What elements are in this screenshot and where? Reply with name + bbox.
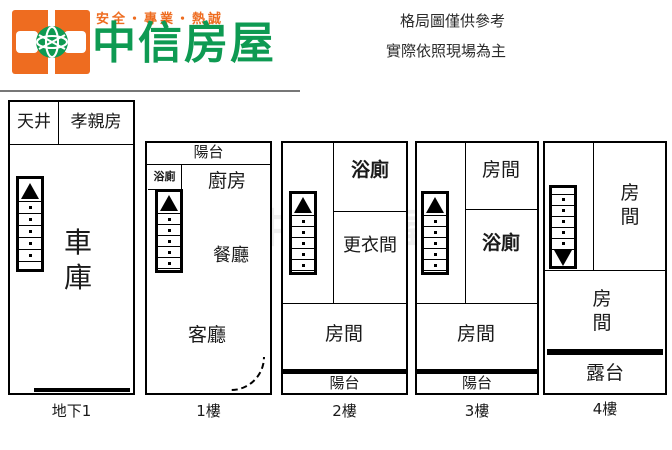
room-bathroom-3f: 浴廁 (481, 232, 520, 255)
stair-up-arrow-icon (294, 197, 312, 213)
room-closet: 更衣間 (343, 234, 397, 256)
room-skylight: 天井 (17, 112, 51, 133)
b1-entry-bar (34, 388, 130, 392)
plan-outline-b1 (8, 100, 135, 395)
room-garage-l1: 車 (63, 226, 92, 259)
logo-notch-right (64, 31, 86, 53)
room-bedroom-4f-upper: 房 間 (599, 175, 661, 237)
globe-logo-icon (36, 26, 68, 58)
staircase-2f (289, 191, 317, 275)
disclaimer-line-2: 實際依照現場為主 (386, 42, 507, 60)
wall-b1-h1 (10, 144, 133, 145)
plan-outline-1f (145, 141, 272, 395)
wall-b1-v1 (58, 102, 59, 144)
logo-gap-bottom (48, 55, 55, 74)
room-bedroom-4f-upper-l2: 間 (620, 206, 640, 228)
brand-name: 中信房屋 (92, 18, 276, 69)
logo-notch-left (16, 31, 38, 53)
page-header: 安全・專業・熱誠 中信房屋 格局圖僅供參考 實際依照現場為主 (0, 0, 672, 92)
disclaimer: 格局圖僅供參考 實際依照現場為主 (386, 6, 636, 66)
room-bedroom-4f-lower: 房 間 (571, 281, 633, 343)
disclaimer-line-1: 格局圖僅供參考 (400, 12, 506, 30)
wall-3f-v1 (465, 143, 466, 303)
caption-floor-3: 3樓 (464, 402, 490, 420)
plan-floor-1: 陽台 浴廁 廚房 餐廳 客廳 (145, 141, 272, 395)
room-bedroom-3f-upper: 房間 (481, 159, 520, 182)
caption-floor-1: 1樓 (196, 402, 221, 420)
room-bedroom-4f-lower-l1: 房 (592, 288, 612, 311)
stair-up-arrow-icon (21, 183, 39, 199)
room-bedroom-4f-upper-l1: 房 (620, 182, 640, 205)
room-dining: 餐廳 (213, 244, 249, 266)
balcony-divider-2f (283, 369, 406, 374)
caption-basement-1: 地下1 (51, 402, 92, 420)
plan-floor-3: 房間 浴廁 房間 陽台 (415, 141, 539, 395)
wall-2f-h1 (333, 211, 406, 212)
plan-floor-4: 房 間 房 間 露台 (543, 141, 667, 395)
room-garage: 車 庫 (48, 220, 108, 300)
wall-2f-h2 (283, 303, 406, 304)
room-balcony-1f: 陽台 (193, 143, 224, 162)
room-bedroom-4f-lower-l2: 間 (592, 312, 612, 334)
room-living: 客廳 (187, 324, 226, 347)
stair-up-arrow-icon (160, 195, 178, 211)
staircase-1f (155, 189, 183, 273)
plan-outline-2f (281, 141, 408, 395)
header-divider (0, 90, 300, 92)
room-bedroom-3f-lower: 房間 (456, 323, 495, 346)
room-bathroom-2f: 浴廁 (350, 159, 389, 182)
wall-3f-h2 (417, 303, 537, 304)
room-bedroom-2f: 房間 (324, 323, 363, 346)
room-balcony-2f: 陽台 (329, 374, 360, 393)
room-kitchen: 廚房 (207, 170, 246, 193)
stair-up-arrow-icon (426, 197, 444, 213)
caption-floor-2: 2樓 (332, 402, 357, 420)
room-terrace: 露台 (585, 362, 624, 385)
wall-2f-v1 (333, 143, 334, 303)
room-garage-l2: 庫 (63, 261, 92, 294)
caption-floor-4: 4樓 (592, 400, 618, 418)
brand-logo (12, 6, 90, 78)
brand-slogan: 安全・專業・熱誠 (96, 12, 225, 27)
plan-outline-3f (415, 141, 539, 395)
wall-3f-h1 (465, 209, 537, 210)
plan-basement-1: 天井 孝親房 車 庫 (8, 100, 135, 395)
plan-floor-2: 浴廁 更衣間 房間 陽台 (281, 141, 408, 395)
room-bathroom-1f: 浴廁 (153, 169, 176, 183)
plan-outline-4f (543, 141, 667, 395)
room-parents: 孝親房 (70, 112, 122, 133)
staircase-3f (421, 191, 449, 275)
logo-gap-top (48, 10, 55, 29)
wall-4f-v1 (593, 143, 594, 270)
balcony-divider-3f (417, 369, 537, 374)
terrace-divider-4f (547, 349, 663, 355)
wall-1f-h1 (147, 164, 270, 165)
staircase-b1 (16, 176, 44, 272)
staircase-4f (549, 185, 577, 269)
wall-4f-h1 (545, 270, 665, 271)
room-balcony-3f: 陽台 (461, 374, 492, 393)
stair-down-arrow-icon (554, 250, 572, 266)
